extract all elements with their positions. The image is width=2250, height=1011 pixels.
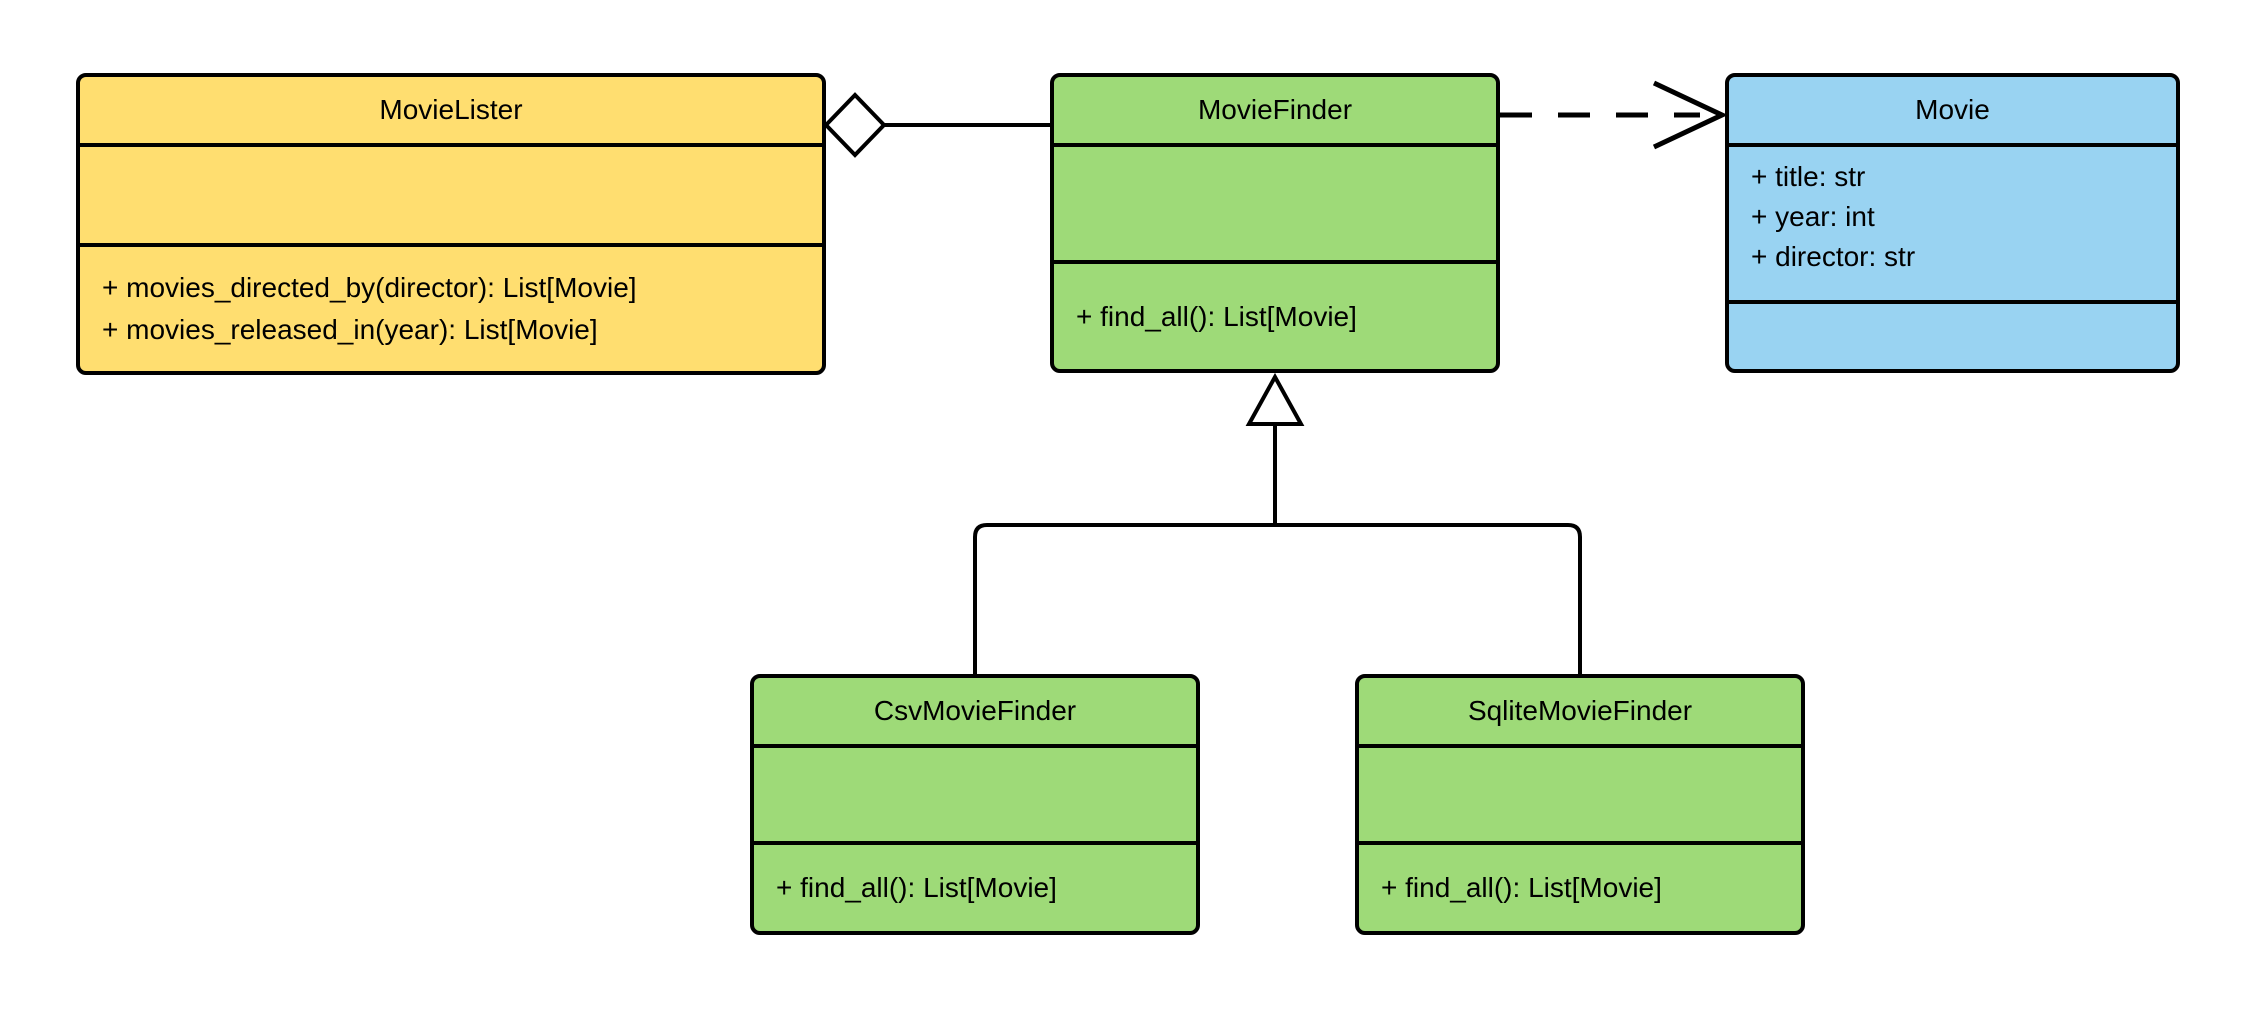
class-box-csvmoviefinder: CsvMovieFinder + find_all(): List[Movie] [750, 674, 1200, 935]
aggregation-connector [823, 92, 1050, 158]
class-title: CsvMovieFinder [754, 678, 1196, 748]
methods-section: + find_all(): List[Movie] [754, 845, 1196, 931]
dependency-arrowhead [1652, 80, 1728, 150]
class-title: MovieFinder [1054, 77, 1496, 147]
class-box-moviefinder: MovieFinder + find_all(): List[Movie] [1050, 73, 1500, 373]
attribute-line: + title: str [1751, 161, 1866, 192]
inheritance-triangle [1245, 372, 1305, 426]
class-box-movie: Movie + title: str + year: int + directo… [1725, 73, 2180, 373]
class-name-label: CsvMovieFinder [873, 695, 1077, 726]
attributes-section [754, 748, 1196, 845]
class-box-sqlitemoviefinder: SqliteMovieFinder + find_all(): List[Mov… [1355, 674, 1805, 935]
class-name-label: MovieFinder [1197, 94, 1353, 125]
class-title: SqliteMovieFinder [1359, 678, 1801, 748]
attributes-section: + title: str + year: int + director: str [1729, 147, 2176, 304]
attributes-section [80, 147, 822, 247]
method-line: + movies_directed_by(director): List[Mov… [102, 272, 637, 303]
class-name-label: MovieLister [379, 94, 523, 125]
attributes-section [1359, 748, 1801, 845]
methods-section: + find_all(): List[Movie] [1359, 845, 1801, 931]
inheritance-connector [973, 372, 1582, 674]
method-line: + find_all(): List[Movie] [1381, 872, 1662, 903]
attribute-line: + year: int [1751, 201, 1875, 232]
class-title: Movie [1729, 77, 2176, 147]
attributes-section [1054, 147, 1496, 264]
inheritance-branches [973, 523, 1582, 674]
attribute-line: + director: str [1751, 241, 1916, 272]
method-line: + find_all(): List[Movie] [1076, 300, 1357, 332]
aggregation-diamond [823, 92, 887, 158]
methods-section: + find_all(): List[Movie] [1054, 264, 1496, 369]
class-title: MovieLister [80, 77, 822, 147]
class-name-label: Movie [1915, 94, 1990, 125]
method-line: + movies_released_in(year): List[Movie] [102, 314, 598, 345]
methods-section [1729, 304, 2176, 369]
class-box-movielister: MovieLister + movies_directed_by(directo… [76, 73, 826, 375]
method-line: + find_all(): List[Movie] [776, 872, 1057, 903]
class-name-label: SqliteMovieFinder [1467, 695, 1693, 726]
methods-section: + movies_directed_by(director): List[Mov… [80, 247, 822, 371]
dependency-arrow [1500, 80, 1728, 150]
